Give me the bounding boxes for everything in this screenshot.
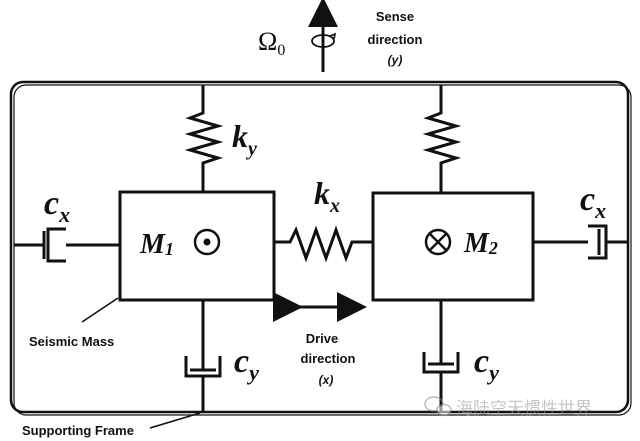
cx-right-label: cx bbox=[580, 181, 606, 223]
supporting-frame-leader bbox=[149, 412, 201, 429]
mass-m1 bbox=[118, 190, 276, 302]
m2-label: M2 bbox=[463, 228, 498, 259]
sense-label: Sense bbox=[376, 9, 414, 24]
mass-m2 bbox=[371, 191, 535, 302]
sense-direction-label: direction bbox=[368, 32, 423, 47]
supporting-frame bbox=[9, 80, 630, 414]
cx-left-label: cx bbox=[44, 185, 70, 227]
drive-label: Drive bbox=[306, 331, 339, 346]
spring-kx bbox=[274, 225, 373, 263]
watermark-text: 海陆空天惯性世界 bbox=[456, 399, 592, 419]
kx-label: kx bbox=[314, 175, 340, 217]
into-plane-cross-icon bbox=[424, 228, 452, 256]
drive-direction-label: direction bbox=[301, 351, 356, 366]
omega-label: Ω0 bbox=[258, 27, 285, 59]
supporting-frame-inner bbox=[13, 84, 632, 416]
damper-cx-left-cylinder bbox=[46, 227, 66, 263]
seismic-mass-leader bbox=[81, 297, 119, 323]
supporting-frame-label: Supporting Frame bbox=[22, 423, 134, 438]
cy-left-label: cy bbox=[234, 343, 259, 385]
sense-axis-label: (y) bbox=[388, 53, 403, 67]
spring-ky-right bbox=[422, 85, 462, 192]
watermark: 海陆空天惯性世界 bbox=[424, 396, 592, 419]
rotation-icon bbox=[311, 32, 337, 48]
drive-axis-label: (x) bbox=[319, 373, 334, 387]
out-of-plane-dot-icon bbox=[193, 228, 221, 256]
ky-label: ky bbox=[232, 118, 257, 160]
spring-ky-left bbox=[184, 85, 224, 192]
m1-label: M1 bbox=[139, 229, 174, 260]
damper-cx-right-cylinder bbox=[588, 224, 608, 260]
wechat-icon bbox=[424, 396, 452, 417]
cy-right-label: cy bbox=[474, 343, 499, 385]
seismic-mass-label: Seismic Mass bbox=[29, 334, 114, 349]
